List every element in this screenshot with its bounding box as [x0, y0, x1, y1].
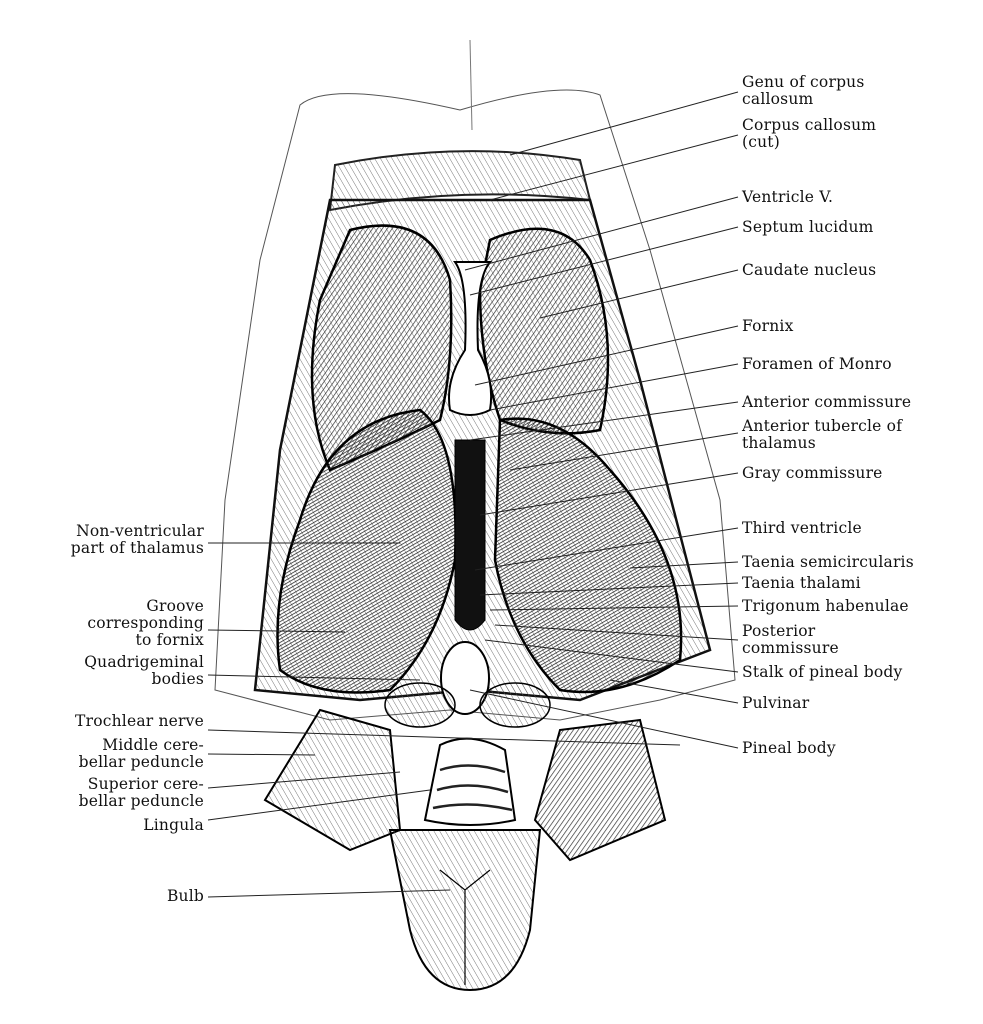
label-lingula: Lingula — [143, 816, 204, 834]
label-taenia-thalami: Taenia thalami — [742, 574, 861, 592]
label-superior-peduncle: Superior cere- bellar peduncle — [78, 775, 204, 810]
label-trochlear-nerve: Trochlear nerve — [75, 712, 204, 730]
caudate-right — [478, 227, 610, 435]
label-groove-fornix: Groove corresponding to fornix — [87, 597, 204, 649]
label-taenia-semicircularis: Taenia semicircularis — [742, 553, 914, 571]
label-genu: Genu of corpus callosum — [742, 73, 865, 108]
label-pineal-body: Pineal body — [742, 739, 836, 757]
pineal-shape — [440, 641, 490, 715]
label-third-ventricle: Third ventricle — [742, 519, 862, 537]
label-ventricle-v: Ventricle V. — [742, 188, 834, 206]
quadrigeminal-right — [479, 682, 551, 728]
lingula-shape — [423, 737, 517, 826]
thalamus-left — [276, 408, 457, 694]
label-middle-peduncle: Middle cere- bellar peduncle — [78, 736, 204, 771]
peduncle-left — [263, 708, 402, 852]
third-ventricle-shape — [454, 439, 486, 631]
hemisphere-outline — [214, 89, 736, 721]
label-septum-lucidum: Septum lucidum — [742, 218, 874, 236]
label-posterior-commissure: Posterior commissure — [742, 622, 839, 657]
peduncle-right — [533, 718, 667, 862]
label-trigonum-habenulae: Trigonum habenulae — [742, 597, 909, 615]
label-anterior-commissure: Anterior commissure — [742, 393, 912, 411]
label-quadrigeminal: Quadrigeminal bodies — [84, 653, 204, 688]
quadrigeminal-left — [384, 682, 456, 728]
leader-lines — [207, 91, 739, 898]
label-bulb: Bulb — [166, 887, 204, 905]
label-stalk-pineal: Stalk of pineal body — [742, 663, 903, 681]
label-corpus-callosum-cut: Corpus callosum (cut) — [742, 116, 877, 151]
label-caudate-nucleus: Caudate nucleus — [742, 261, 877, 279]
label-pulvinar: Pulvinar — [742, 694, 810, 712]
label-non-ventricular: Non-ventricular part of thalamus — [70, 522, 204, 557]
label-fornix: Fornix — [742, 317, 794, 335]
caudate-left — [310, 224, 453, 472]
label-foramen-monro: Foramen of Monro — [742, 355, 892, 373]
septum-fornix — [448, 261, 493, 416]
label-gray-commissure: Gray commissure — [742, 464, 883, 482]
label-anterior-tubercle: Anterior tubercle of thalamus — [742, 417, 903, 452]
thalamus-right — [493, 417, 683, 694]
